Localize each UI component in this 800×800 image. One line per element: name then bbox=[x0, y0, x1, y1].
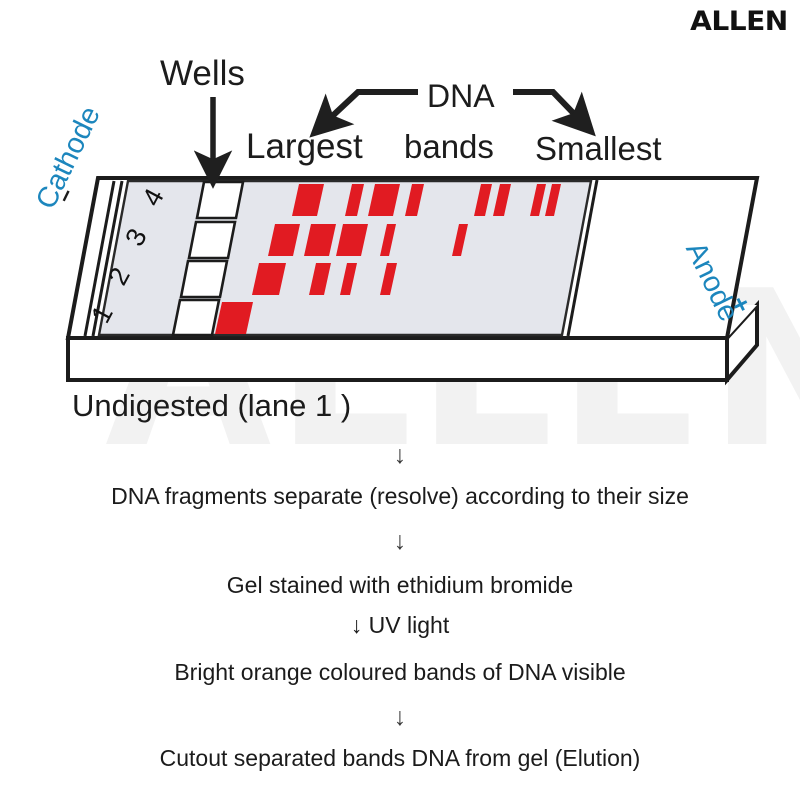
bands-lane-1 bbox=[215, 302, 253, 334]
flow-step-3: Bright orange coloured bands of DNA visi… bbox=[174, 659, 626, 685]
well-lane-3[interactable] bbox=[187, 220, 237, 260]
bands-lane-2 bbox=[252, 263, 397, 295]
label-dna: DNA bbox=[427, 78, 495, 114]
label-bands: bands bbox=[404, 128, 494, 165]
flow-step-1: DNA fragments separate (resolve) accordi… bbox=[111, 483, 689, 509]
gel-apparatus bbox=[65, 176, 760, 386]
gel-matrix bbox=[97, 179, 593, 337]
well-lane-1[interactable] bbox=[171, 298, 221, 337]
label-largest: Largest bbox=[246, 127, 363, 166]
well-lane-2[interactable] bbox=[179, 259, 229, 299]
gel-right-border bbox=[566, 179, 599, 337]
flow-arrow-3: ↓ bbox=[393, 703, 407, 731]
flow-arrow-1: ↓ bbox=[393, 441, 407, 469]
lane-strip-inner-line bbox=[91, 180, 124, 337]
tray-front-face bbox=[66, 336, 729, 382]
flow-step-4: Cutout separated bands DNA from gel (Elu… bbox=[159, 745, 641, 771]
top-arrows bbox=[193, 89, 596, 189]
flow-step-2: Gel stained with ethidium bromide bbox=[226, 572, 574, 598]
flow-arrow-2: ↓ bbox=[393, 527, 407, 555]
bands-lane-4 bbox=[292, 184, 561, 216]
bands-lane-3 bbox=[268, 224, 468, 256]
label-smallest: Smallest bbox=[535, 130, 662, 167]
allen-logo: ALLEN bbox=[690, 6, 788, 37]
flow-step-uv: ↓ UV light bbox=[350, 612, 450, 638]
lane-strip-outer-line bbox=[83, 180, 116, 337]
label-undigested-lane: Undigested (lane 1 ) bbox=[72, 388, 352, 423]
label-wells: Wells bbox=[160, 54, 245, 93]
